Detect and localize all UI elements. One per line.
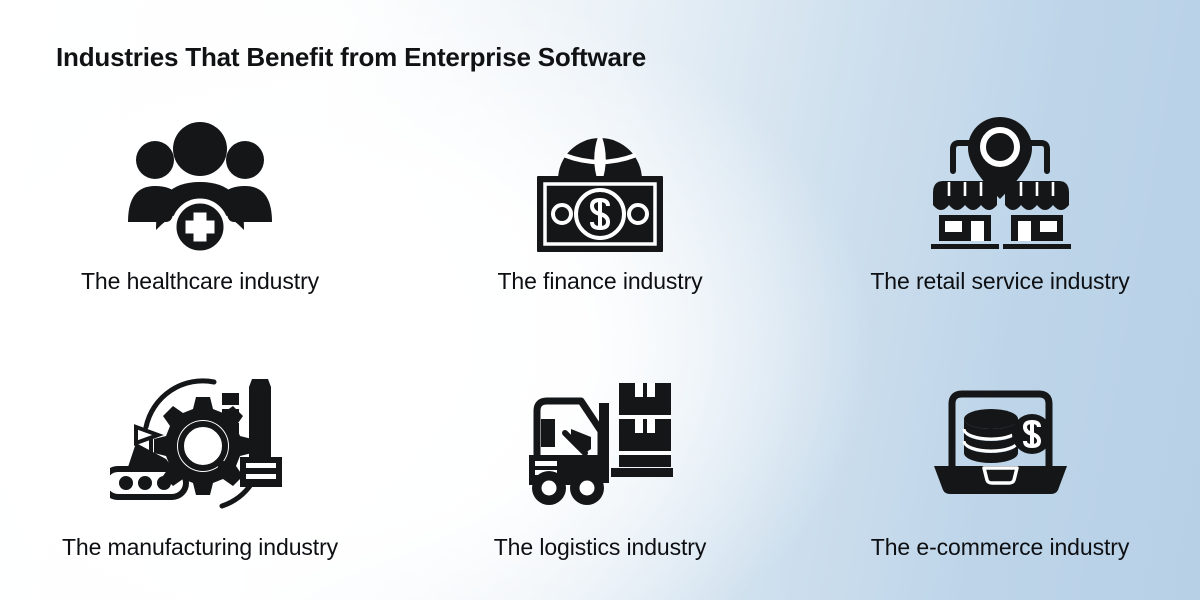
forklift-boxes-icon: [510, 370, 690, 520]
industry-card-logistics[interactable]: The logistics industry: [400, 350, 800, 590]
industry-card-ecommerce[interactable]: The e-commerce industry: [800, 350, 1200, 590]
industry-label: The manufacturing industry: [61, 534, 339, 560]
industry-card-retail[interactable]: The retail service industry: [800, 110, 1200, 350]
laptop-coins-dollar-icon: [910, 370, 1090, 520]
industry-label: The e-commerce industry: [870, 534, 1130, 560]
industries-grid: The healthcare industry: [0, 110, 1200, 590]
industry-label: The logistics industry: [493, 534, 707, 560]
page-title: Industries That Benefit from Enterprise …: [56, 42, 646, 72]
industry-card-finance[interactable]: The finance industry: [400, 110, 800, 350]
globe-banknote-dollar-icon: [510, 110, 690, 260]
industry-card-healthcare[interactable]: The healthcare industry: [0, 110, 400, 350]
people-medical-cross-icon: [110, 110, 290, 260]
map-pin-two-storefronts-icon: [910, 110, 1090, 260]
industry-card-manufacturing[interactable]: The manufacturing industry: [0, 350, 400, 590]
industry-label: The retail service industry: [870, 268, 1130, 294]
industry-label: The finance industry: [497, 268, 703, 294]
gear-conveyor-factory-icon: [110, 370, 290, 520]
industry-label: The healthcare industry: [80, 268, 320, 294]
